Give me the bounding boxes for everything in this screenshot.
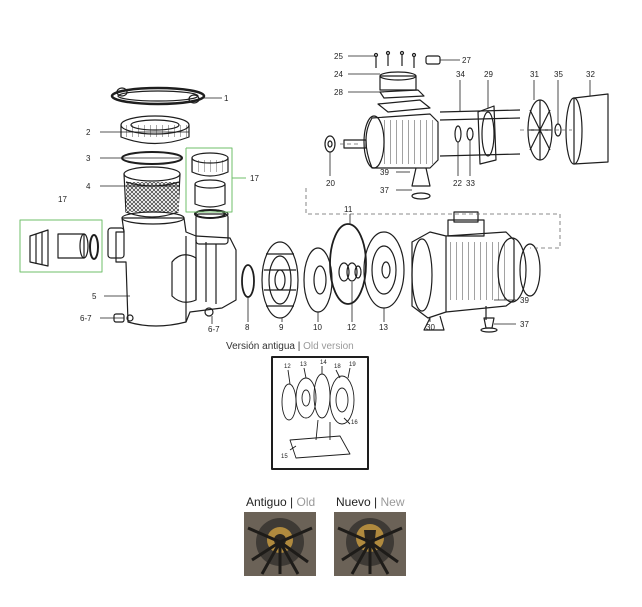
strainer-basket-part [123,166,181,218]
callout-34: 34 [456,70,465,79]
callout-13: 13 [379,323,388,332]
callout-6-7-bottom: 6-7 [208,325,220,334]
callout-9: 9 [279,323,284,332]
callout-12: 12 [347,323,356,332]
old-version-caption-en: Old version [303,341,354,352]
pump-housing-part [107,209,237,327]
callout-37-upper: 37 [380,186,389,195]
leader-lines [100,55,591,325]
old-version-caption: Versión antigua | Old version [226,341,354,352]
callout-1: 1 [224,94,229,103]
lid-gasket-part [110,86,206,106]
union-fitting-left-part [29,229,99,267]
callout-4: 4 [86,182,91,191]
caption-separator: | [294,341,304,352]
callout-22: 22 [453,179,462,188]
callout-39-lower: 39 [520,296,529,305]
callout-32: 32 [586,70,595,79]
seal-plate-part [363,231,405,309]
inset-callout-15: 15 [281,454,288,460]
inset-callout-14: 14 [320,360,327,366]
guide-lines [305,129,572,249]
callout-10: 10 [313,323,322,332]
callout-35: 35 [554,70,563,79]
callout-29: 29 [484,70,493,79]
callout-3: 3 [86,154,91,163]
callout-11: 11 [344,205,353,214]
callout-17-left: 17 [58,195,67,204]
new-photo-label-en: New [380,495,405,509]
callout-8: 8 [245,323,250,332]
diffuser-part [261,241,299,319]
callout-2: 2 [86,128,91,137]
callout-27: 27 [462,56,471,65]
inset-callout-12: 12 [284,364,291,370]
callout-25: 25 [334,52,343,61]
callout-37-lower: 37 [520,320,529,329]
foot-lower-part [480,317,498,333]
callout-6-7-left: 6-7 [80,314,92,323]
impeller-part [303,247,333,313]
callout-30: 30 [426,323,435,332]
old-version-caption-es: Versión antigua [226,341,295,352]
old-version-inset-drawing [281,366,355,459]
union-fitting-top-part [191,152,229,219]
union-group-boxes [19,147,246,273]
motor-assembly-upper [324,50,609,200]
old-photo-label-es: Antiguo [246,495,287,509]
mechanical-seal-part [338,262,362,282]
old-photo-label: Antiguo | Old [246,495,315,509]
callout-24: 24 [334,70,343,79]
inset-callout-18: 18 [334,364,341,370]
callout-5: 5 [92,292,97,301]
callout-31: 31 [530,70,539,79]
callout-33: 33 [466,179,475,188]
old-version-inset-frame [271,356,369,470]
old-photo-label-en: Old [296,495,316,509]
photo-new-impeller [334,512,406,576]
new-photo-label-es: Nuevo [336,495,371,509]
new-photo-label-sep: | [370,495,381,509]
callout-28: 28 [334,88,343,97]
diffuser-gasket-part [241,264,255,298]
motor-assembly-lower [411,211,541,331]
lid-part [120,115,190,145]
callout-20: 20 [326,179,335,188]
inset-callout-13: 13 [300,362,307,368]
callout-17-right: 17 [250,174,259,183]
callout-39-upper: 39 [380,168,389,177]
inset-callout-16: 16 [351,420,358,426]
inset-callout-19: 19 [349,362,356,368]
old-photo-label-sep: | [286,495,297,509]
new-photo-label: Nuevo | New [336,495,405,509]
seal-plate-oring-part [329,223,367,305]
photo-old-impeller [244,512,316,576]
